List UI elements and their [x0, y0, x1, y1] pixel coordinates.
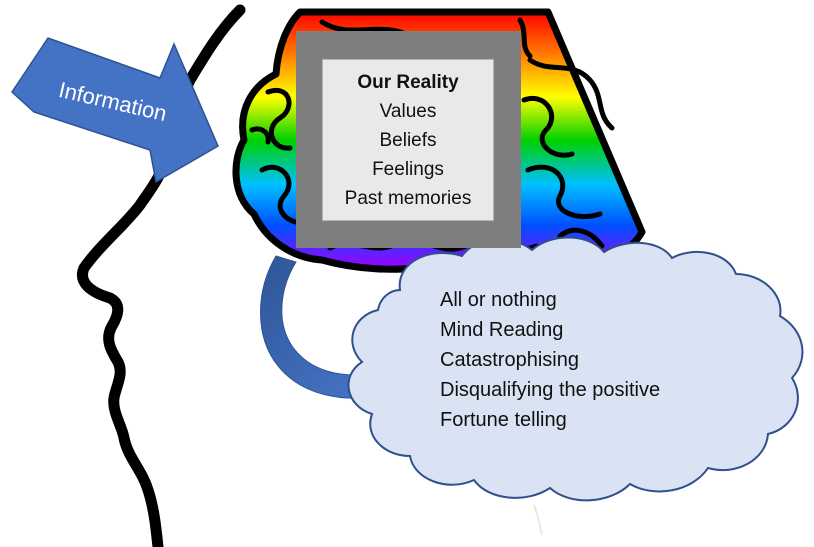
reality-item-past-memories: Past memories	[344, 187, 472, 209]
reality-item-feelings: Feelings	[372, 158, 444, 180]
faint-mark	[533, 504, 543, 536]
distortion-disqualifying-positive: Disqualifying the positive	[440, 379, 661, 401]
distortion-all-or-nothing: All or nothing	[440, 289, 557, 311]
reality-item-beliefs: Beliefs	[379, 129, 437, 151]
distortion-mind-reading: Mind Reading	[440, 319, 564, 341]
cloud-distortion-list: All or nothing Mind Reading Catastrophis…	[440, 285, 780, 435]
distortion-fortune-telling: Fortune telling	[440, 409, 567, 431]
reality-box: Our Reality Values Beliefs Feelings Past…	[296, 31, 521, 248]
reality-title: Our Reality	[357, 71, 459, 93]
thought-cloud	[347, 236, 804, 502]
reality-item-values: Values	[379, 100, 437, 122]
reality-panel: Our Reality Values Beliefs Feelings Past…	[322, 59, 494, 221]
distortion-catastrophising: Catastrophising	[440, 349, 579, 371]
information-arrow	[11, 37, 219, 184]
